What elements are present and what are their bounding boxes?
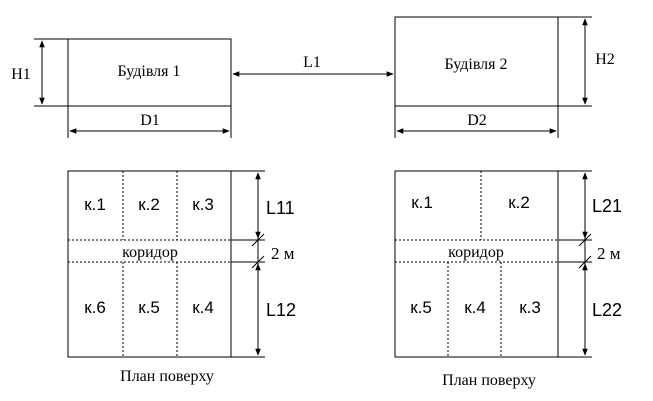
- building-2-label: Будівля 2: [444, 56, 507, 73]
- plan-1-room-2: к.2: [138, 195, 160, 214]
- building-1: Будівля 1 H1 D1: [11, 38, 232, 138]
- plan-1-room-6: к.6: [84, 298, 106, 317]
- floor-plan-2: к.1 к.2 коридор к.5 к.4 к.3 L21 2 м L22 …: [394, 170, 622, 389]
- plan-2-room-5: к.5: [410, 298, 432, 317]
- d1-label: D1: [140, 112, 160, 129]
- building-1-label: Будівля 1: [117, 63, 180, 80]
- plan-2-corridor-width: 2 м: [597, 244, 621, 263]
- plan-2-room-1: к.1: [411, 193, 433, 212]
- plan-2-room-3: к.3: [519, 298, 541, 317]
- l22-label: L22: [592, 300, 622, 320]
- l1-label: L1: [303, 54, 321, 71]
- plan-1-room-5: к.5: [138, 298, 160, 317]
- h2-label: H2: [595, 51, 615, 68]
- plan-2-caption: План поверху: [442, 372, 536, 389]
- plan-2-corridor-label: коридор: [448, 244, 504, 261]
- plan-1-caption: План поверху: [120, 368, 214, 385]
- plan-2-room-2: к.2: [508, 193, 530, 212]
- l12-label: L12: [266, 300, 296, 320]
- h1-label: H1: [11, 66, 31, 83]
- building-2-rect: [394, 16, 559, 107]
- l21-label: L21: [592, 196, 622, 216]
- floor-plan-1: к.1 к.2 к.3 коридор к.6 к.5 к.4 L11 2 м …: [67, 170, 296, 385]
- plan-2-room-4: к.4: [464, 298, 486, 317]
- building-1-rect: [67, 38, 232, 107]
- plan-1-corridor-label: коридор: [122, 244, 178, 261]
- building-2: Будівля 2 H2 D2: [394, 16, 615, 138]
- plan-1-corridor-width: 2 м: [271, 244, 295, 263]
- plan-2-outline: [394, 170, 559, 358]
- plan-1-outline: [67, 170, 232, 358]
- l11-label: L11: [266, 198, 295, 218]
- plan-1-room-1: к.1: [84, 195, 106, 214]
- plan-1-room-3: к.3: [192, 195, 214, 214]
- plan-1-room-4: к.4: [192, 298, 214, 317]
- d2-label: D2: [467, 112, 487, 129]
